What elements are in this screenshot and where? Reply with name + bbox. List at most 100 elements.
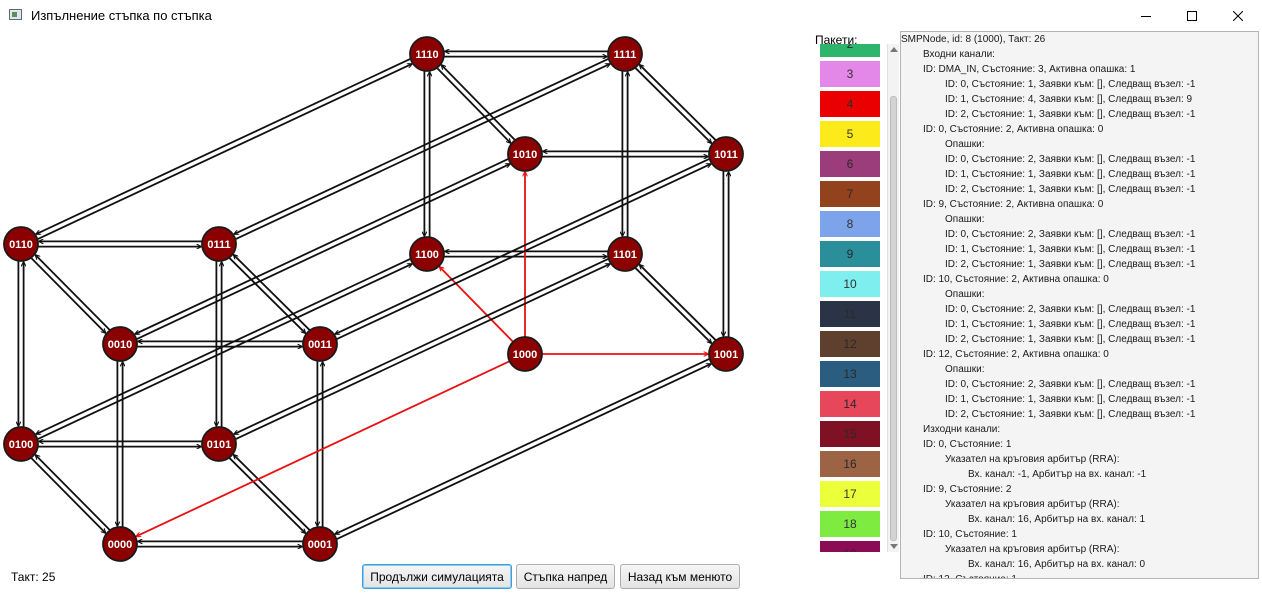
node-circle[interactable] [409, 236, 445, 272]
maximize-button[interactable] [1169, 0, 1215, 31]
info-line: ID: 0, Състояние: 1, Заявки към: [], Сле… [945, 79, 1196, 90]
link-0000-0100 [36, 455, 111, 531]
scroll-thumb[interactable] [890, 96, 897, 541]
packet-item[interactable]: 4 [820, 91, 880, 117]
packet-item[interactable]: 12 [820, 331, 880, 357]
packet-item[interactable]: 5 [820, 121, 880, 147]
info-line: Опашки: [945, 139, 985, 150]
node-1001[interactable]: 1001 [708, 336, 744, 372]
scroll-up-icon[interactable] [890, 47, 898, 52]
scroll-down-icon[interactable] [890, 544, 898, 549]
node-circle[interactable] [3, 426, 39, 462]
packet-item[interactable]: 7 [820, 181, 880, 207]
packet-item[interactable]: 19 [820, 541, 880, 552]
node-label: 0000 [108, 539, 132, 551]
node-circle[interactable] [607, 36, 643, 72]
info-line: ID: 2, Състояние: 1, Заявки към: [], Сле… [945, 259, 1196, 270]
node-1111[interactable]: 1111 [607, 36, 643, 72]
info-line: ID: 12, Състояние: 2, Активна опашка: 0 [923, 349, 1109, 360]
link-1001-0001 [335, 358, 710, 534]
node-label: 1011 [714, 149, 738, 161]
packet-item[interactable]: 11 [820, 301, 880, 327]
node-circle[interactable] [3, 226, 39, 262]
info-line: ID: 0, Състояние: 1 [923, 439, 1012, 450]
info-line: Изходни канали: [923, 424, 1001, 435]
node-circle[interactable] [302, 526, 338, 562]
node-0000[interactable]: 0000 [102, 526, 138, 562]
continue-simulation-button[interactable]: Продължи симулацията [362, 564, 512, 589]
packet-item[interactable]: 15 [820, 421, 880, 447]
close-button[interactable] [1215, 0, 1261, 31]
info-line: Указател на кръговия арбитър (RRA): [945, 499, 1120, 510]
packet-item[interactable]: 13 [820, 361, 880, 387]
packet-item[interactable]: 10 [820, 271, 880, 297]
packets-list[interactable]: 2 3 4 5 6 7 8 9 10 11 12 13 14 15 16 17 18 19 [818, 44, 882, 552]
info-line: Вх. канал: 16, Арбитър на вх. канал: 1 [968, 514, 1146, 525]
info-line: ID: 9, Състояние: 2, Активна опашка: 0 [923, 199, 1104, 210]
packet-item[interactable]: 6 [820, 151, 880, 177]
node-0010[interactable]: 0010 [102, 326, 138, 362]
info-line: ID: 2, Състояние: 1, Заявки към: [], Сле… [945, 109, 1196, 120]
node-1110[interactable]: 1110 [409, 36, 445, 72]
node-1101[interactable]: 1101 [607, 236, 643, 272]
node-1010[interactable]: 1010 [507, 136, 543, 172]
node-0110[interactable]: 0110 [3, 226, 39, 262]
link-0001-1001 [336, 364, 710, 540]
link-0110-1110 [37, 64, 411, 240]
node-circle[interactable] [409, 36, 445, 72]
info-line: ID: DMA_IN, Състояние: 3, Активна опашка… [923, 64, 1136, 75]
packet-item[interactable]: 16 [820, 451, 880, 477]
link-0010-0110 [36, 255, 111, 331]
node-circle[interactable] [607, 236, 643, 272]
nodes-layer: 1110 1111 1010 1011 0110 0111 1100 1101 0010 0011… [3, 36, 744, 562]
info-line: ID: 10, Състояние: 1 [923, 529, 1017, 540]
title-bar: Изпълнение стъпка по стъпка [0, 0, 1262, 31]
node-circle[interactable] [507, 336, 543, 372]
info-line: ID: 1, Състояние: 1, Заявки към: [], Сле… [945, 244, 1196, 255]
packet-item[interactable]: 14 [820, 391, 880, 417]
minimize-icon [1141, 15, 1151, 17]
info-line: Опашки: [945, 289, 985, 300]
node-label: 1101 [613, 249, 637, 261]
node-0011[interactable]: 0011 [302, 326, 338, 362]
node-0111[interactable]: 0111 [201, 226, 237, 262]
node-label: 0010 [108, 339, 132, 351]
node-0001[interactable]: 0001 [302, 526, 338, 562]
packet-item[interactable]: 8 [820, 211, 880, 237]
tact-label: Такт: 25 [11, 570, 56, 584]
node-1100[interactable]: 1100 [409, 236, 445, 272]
node-label: 1100 [415, 249, 439, 261]
node-circle[interactable] [102, 326, 138, 362]
info-line: Опашки: [945, 364, 985, 375]
node-1011[interactable]: 1011 [708, 136, 744, 172]
packet-item[interactable]: 2 [820, 44, 880, 57]
info-line: Вх. канал: 16, Арбитър на вх. канал: 0 [968, 559, 1146, 570]
link-1111-0111 [234, 58, 609, 234]
network-graph: 1110 1111 1010 1011 0110 0111 1100 1101 0010 0011… [3, 36, 744, 562]
link-1111-1011 [634, 67, 711, 143]
node-circle[interactable] [708, 336, 744, 372]
node-circle[interactable] [201, 226, 237, 262]
node-label: 1001 [714, 349, 738, 361]
back-to-menu-button[interactable]: Назад към менюто [620, 564, 740, 589]
step-forward-button[interactable]: Стъпка напред [516, 564, 615, 589]
node-1000[interactable]: 1000 [507, 336, 543, 372]
packet-item[interactable]: 17 [820, 481, 880, 507]
node-0101[interactable]: 0101 [201, 426, 237, 462]
link-0001-0101 [234, 455, 311, 531]
node-circle[interactable] [507, 136, 543, 172]
minimize-button[interactable] [1123, 0, 1169, 31]
info-line: ID: 1, Състояние: 1, Заявки към: [], Сле… [945, 169, 1196, 180]
node-circle[interactable] [102, 526, 138, 562]
packet-item[interactable]: 18 [820, 511, 880, 537]
node-circle[interactable] [302, 326, 338, 362]
node-0100[interactable]: 0100 [3, 426, 39, 462]
info-line: ID: 0, Състояние: 2, Заявки към: [], Сле… [945, 154, 1196, 165]
packet-item[interactable]: 9 [820, 241, 880, 267]
node-circle[interactable] [708, 136, 744, 172]
packet-item[interactable]: 3 [820, 61, 880, 87]
node-circle[interactable] [201, 426, 237, 462]
packets-scrollbar[interactable] [887, 44, 899, 552]
info-line: ID: 0, Състояние: 2, Заявки към: [], Сле… [945, 379, 1196, 390]
edges-layer [18, 51, 728, 546]
